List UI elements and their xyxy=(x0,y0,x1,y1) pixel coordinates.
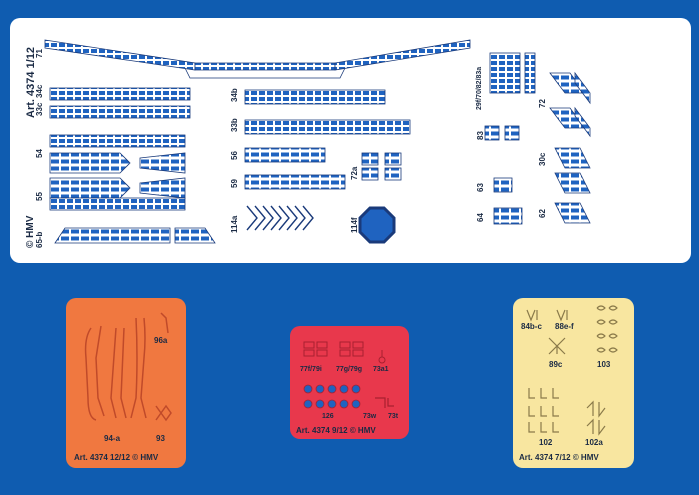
label-33b: 33b xyxy=(230,118,239,132)
label-64: 64 xyxy=(476,213,485,222)
label-84b-c: 84b-c xyxy=(521,322,542,331)
orange-fret-title: Art. 4374 12/12 © HMV xyxy=(74,453,159,462)
label-73w: 73w xyxy=(363,413,377,420)
label-73t: 73t xyxy=(388,413,399,420)
red-fret: 77f/79i 77g/79g 73a1 126 73w 73t Art. 43… xyxy=(290,326,409,439)
label-114f: 114f xyxy=(350,217,359,233)
part-65-b xyxy=(54,227,216,244)
red-fret-parts xyxy=(303,341,394,409)
label-56: 56 xyxy=(230,151,239,160)
label-34b: 34b xyxy=(230,88,239,102)
part-34c-33c xyxy=(49,87,191,119)
label-88e-f: 88e-f xyxy=(555,322,574,331)
label-54: 54 xyxy=(35,149,44,158)
label-63: 63 xyxy=(476,183,485,192)
label-103: 103 xyxy=(597,360,611,369)
label-71: 71 xyxy=(35,49,44,58)
part-72a xyxy=(361,152,402,181)
label-34c: 34c xyxy=(35,84,44,98)
label-102: 102 xyxy=(539,438,553,447)
label-72a: 72a xyxy=(350,166,359,180)
label-55: 55 xyxy=(35,192,44,201)
red-fret-title: Art. 4374 9/12 © HMV xyxy=(296,426,376,435)
yellow-fret: 84b-c 88e-f 89c 103 102 102a Art. 4374 7… xyxy=(513,298,634,468)
label-93: 93 xyxy=(156,434,165,443)
label-59: 59 xyxy=(230,179,239,188)
label-83: 83 xyxy=(476,131,485,140)
main-fret: Art. 4374 1/12 © HMV 71 34c 33c 54 55 65… xyxy=(10,18,691,263)
label-89c: 89c xyxy=(549,360,563,369)
label-29f: 29f/70/82/83a xyxy=(476,66,483,110)
part-55 xyxy=(49,177,186,211)
label-126: 126 xyxy=(322,413,334,420)
part-114a-chevrons xyxy=(246,205,314,231)
part-29f-70-82-83a xyxy=(489,52,536,94)
part-83 xyxy=(484,125,520,141)
part-72-stairs xyxy=(549,71,591,138)
part-56-59 xyxy=(244,147,346,190)
part-30c xyxy=(554,147,591,194)
label-30c: 30c xyxy=(538,152,547,166)
label-62: 62 xyxy=(538,209,547,218)
label-94a: 94-a xyxy=(104,434,121,443)
label-102a: 102a xyxy=(585,438,603,447)
part-114f-octagon xyxy=(358,206,396,244)
label-77f-79i: 77f/79i xyxy=(300,366,322,373)
label-65b: 65-b xyxy=(35,231,44,248)
orange-fret: 96a 94-a 93 Art. 4374 12/12 © HMV xyxy=(66,298,186,468)
main-fret-parts xyxy=(44,39,591,244)
label-73a1: 73a1 xyxy=(373,366,389,373)
part-34b-33b xyxy=(244,89,411,135)
label-77g-79g: 77g/79g xyxy=(336,366,363,373)
label-96a: 96a xyxy=(154,336,168,345)
part-63-64 xyxy=(493,177,523,225)
yellow-fret-title: Art. 4374 7/12 © HMV xyxy=(519,453,599,462)
yellow-fret-parts xyxy=(526,305,618,436)
part-71-railing xyxy=(44,39,471,79)
orange-fret-parts xyxy=(84,312,172,422)
label-33c: 33c xyxy=(35,102,44,116)
label-114a: 114a xyxy=(230,215,239,233)
part-62 xyxy=(554,202,591,224)
label-72: 72 xyxy=(538,99,547,108)
part-54 xyxy=(49,134,186,174)
